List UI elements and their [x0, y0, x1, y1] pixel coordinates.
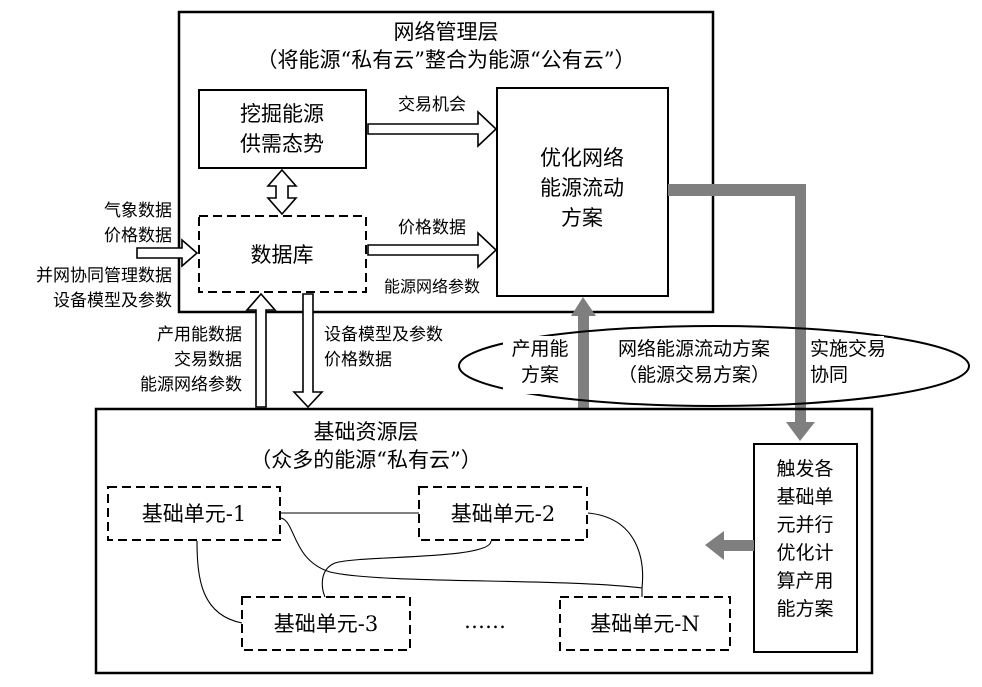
energy-net-params-label: 能源网络参数: [384, 277, 480, 296]
downward-data-arrow: [292, 293, 324, 409]
gray-up-arrow-head: [571, 297, 596, 316]
connection-2-3: [321, 540, 492, 598]
database-box: [198, 215, 367, 293]
optimize-box-line1: 优化网络: [540, 146, 624, 170]
connection-2-N: [587, 512, 644, 589]
mining-box-line1: 挖掘能源: [240, 102, 324, 126]
upward-trade-data: 交易数据: [174, 350, 242, 370]
optimize-box-line2: 能源流动: [540, 176, 624, 200]
downward-device-model-params: 设备模型及参数: [324, 325, 443, 345]
ellipse-center-line2: （能源交易方案）: [618, 364, 770, 386]
gray-down-arrow-head: [786, 422, 815, 441]
input-price-data: 价格数据: [104, 226, 172, 246]
trigger-line1: 触发各: [776, 458, 833, 480]
upward-data-arrow: [245, 292, 277, 408]
energy-flow-plan-ellipse: [458, 325, 970, 407]
connection-1-3: [196, 540, 243, 624]
trigger-line5: 算产用: [776, 570, 833, 592]
base-unit-1-box: [107, 486, 281, 541]
base-unit-3-box: [241, 596, 411, 651]
upward-energy-net-params: 能源网络参数: [140, 375, 242, 395]
trigger-line4: 优化计: [776, 542, 833, 564]
base-unit-2-label: 基础单元-2: [451, 502, 555, 526]
mgmt-layer-title: 网络管理层: [394, 20, 499, 44]
mining-box-line2: 供需态势: [240, 132, 324, 156]
gray-right-path-horizontal: [668, 184, 806, 196]
input-grid-coordination-data: 并网协同管理数据: [36, 266, 172, 286]
trigger-line6: 能方案: [776, 598, 833, 620]
upward-prod-consume-data: 产用能数据: [157, 325, 242, 345]
trigger-parallel-optimization-box: [753, 443, 858, 653]
base-layer-subtitle: （众多的能源“私有云”）: [250, 448, 481, 472]
connection-1-N: [280, 517, 643, 597]
ellipse-right-line1: 实施交易: [810, 338, 886, 360]
ellipse-left-line1: 产用能: [511, 338, 568, 360]
downward-price-data: 价格数据: [324, 350, 392, 370]
trade-opportunity-arrow: [367, 110, 498, 148]
mgmt-layer-subtitle: （将能源“私有云”整合为能源“公有云”）: [257, 48, 636, 72]
ellipse-center-line1: 网络能源流动方案: [618, 338, 770, 360]
optimize-box-line3: 方案: [561, 206, 603, 230]
base-unit-3-label: 基础单元-3: [274, 612, 378, 636]
gray-left-arrow-shaft: [722, 540, 754, 551]
ellipse-left-text-bg: [503, 336, 577, 394]
price-data-label: 价格数据: [398, 218, 466, 238]
base-units-ellipsis: ……: [464, 609, 506, 633]
supply-demand-mining-box: [198, 89, 367, 169]
price-data-arrow: [367, 231, 498, 269]
base-layer-title: 基础资源层: [314, 420, 419, 444]
unit-connections: [196, 512, 644, 624]
trade-opportunity-label: 交易机会: [398, 95, 466, 115]
mining-database-double-arrow: [266, 168, 298, 216]
trigger-line3: 元并行: [776, 514, 833, 536]
database-box-label: 数据库: [251, 243, 314, 267]
gray-left-arrow-head: [705, 531, 724, 560]
trigger-line2: 基础单: [776, 486, 833, 508]
ellipse-left-line2: 方案: [521, 364, 559, 386]
base-unit-N-label: 基础单元-N: [590, 612, 699, 636]
base-unit-1-label: 基础单元-1: [142, 502, 246, 526]
gray-up-arrow-shaft: [578, 314, 589, 409]
base-unit-2-box: [418, 486, 588, 541]
base-unit-N-box: [559, 596, 731, 651]
optimize-energy-flow-box: [496, 87, 669, 297]
external-input-arrow: [136, 238, 199, 268]
gray-right-path-vertical: [795, 184, 806, 422]
input-weather-data: 气象数据: [104, 201, 172, 221]
ellipse-right-line2: 协同: [810, 364, 848, 386]
base-resource-layer: [94, 407, 874, 675]
ellipse-right-text-bg: [808, 336, 884, 394]
input-device-model-params: 设备模型及参数: [53, 291, 172, 311]
